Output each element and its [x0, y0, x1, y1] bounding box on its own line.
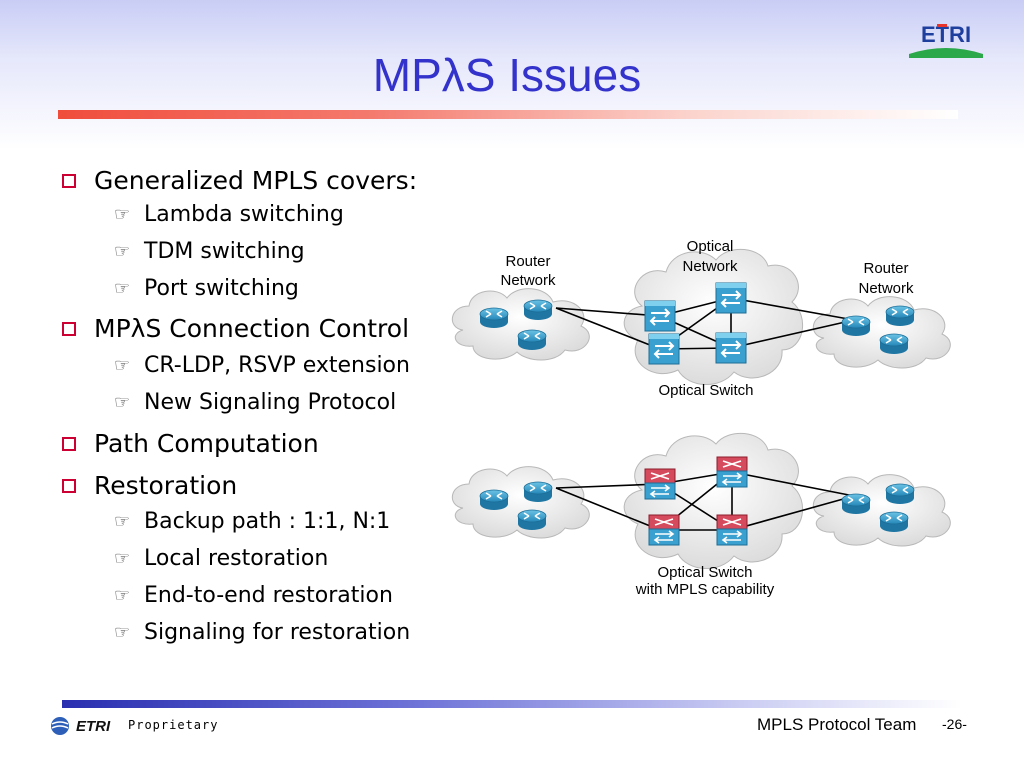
sub-bullet-item: ☞Signaling for restoration [114, 620, 411, 645]
sub-bullet-item: ☞New Signaling Protocol [114, 390, 397, 415]
square-bullet-icon [62, 173, 76, 188]
pointing-hand-icon: ☞ [114, 355, 131, 376]
router-icon [841, 315, 871, 337]
right-network-label-line1: Router [863, 260, 908, 277]
sub-bullet-item: ☞TDM switching [114, 239, 305, 264]
mpls-optical-switch-icon [716, 514, 748, 546]
sub-bullet-item: ☞CR-LDP, RSVP extension [114, 353, 410, 378]
footer-proprietary: Proprietary [128, 718, 219, 732]
mpls-optical-switch-icon [648, 514, 680, 546]
optical-network-label-line2: Network [682, 258, 738, 275]
optical-network-label-line1: Optical [687, 238, 734, 255]
router-icon [517, 509, 547, 531]
pointing-hand-icon: ☞ [114, 241, 131, 262]
router-icon [885, 483, 915, 505]
optical-switch-icon [715, 332, 747, 364]
footer-team: MPLS Protocol Team [757, 715, 917, 734]
right-router-cloud [812, 474, 951, 547]
page-number: -26- [942, 716, 967, 732]
router-icon [523, 481, 553, 503]
router-icon [879, 333, 909, 355]
pointing-hand-icon: ☞ [114, 278, 131, 299]
footer-etri-logo: ETRI [51, 717, 111, 735]
bullet-item: Path Computation [62, 429, 319, 458]
router-icon [879, 511, 909, 533]
bullet-item: Restoration [62, 471, 237, 500]
square-bullet-icon [62, 478, 76, 493]
optical-switch-icon [648, 333, 680, 365]
pointing-hand-icon: ☞ [114, 511, 131, 532]
left-network-label-line2: Network [500, 272, 556, 289]
bullet-item: MPλS Connection Control [62, 314, 409, 343]
router-icon [841, 493, 871, 515]
left-network-label-line1: Router [505, 253, 550, 270]
pointing-hand-icon: ☞ [114, 392, 131, 413]
sub-bullet-item: ☞Backup path : 1:1, N:1 [114, 509, 391, 534]
mpls-optical-switch-icon [644, 468, 676, 500]
sub-bullet-item: ☞Local restoration [114, 546, 329, 571]
sub-bullet-item: ☞End-to-end restoration [114, 583, 393, 608]
network-diagram: Router Network Optical Network Router Ne… [451, 238, 951, 598]
router-icon [523, 299, 553, 321]
footer-bar [62, 700, 962, 708]
left-router-cloud [451, 288, 590, 361]
sub-bullet-item: ☞Lambda switching [114, 202, 344, 227]
etri-logo: ETRI [909, 22, 983, 58]
optical-switch-icon [715, 282, 747, 314]
right-router-cloud [812, 296, 951, 369]
mpls-optical-switch-icon [716, 456, 748, 488]
router-icon [479, 489, 509, 511]
pointing-hand-icon: ☞ [114, 548, 131, 569]
router-icon [479, 307, 509, 329]
pointing-hand-icon: ☞ [114, 622, 131, 643]
bottom-diagram: Optical Switch with MPLS capability [451, 432, 951, 598]
pointing-hand-icon: ☞ [114, 204, 131, 225]
mpls-switch-caption-line1: Optical Switch [657, 564, 752, 581]
mpls-switch-caption-line2: with MPLS capability [635, 581, 775, 598]
router-icon [517, 329, 547, 351]
optical-switch-icon [644, 300, 676, 332]
bullet-item: Generalized MPLS covers: [62, 166, 417, 195]
optical-switch-caption: Optical Switch [658, 382, 753, 399]
right-network-label-line2: Network [858, 280, 914, 297]
title-underline [58, 110, 958, 119]
slide-title: MPλS Issues [372, 49, 642, 101]
sub-bullet-item: ☞Port switching [114, 276, 299, 301]
router-icon [885, 305, 915, 327]
footer-logo-text: ETRI [76, 718, 111, 735]
top-diagram: Router Network Optical Network Router Ne… [451, 238, 951, 399]
optical-network-cloud [623, 432, 804, 570]
square-bullet-icon [62, 436, 76, 451]
pointing-hand-icon: ☞ [114, 585, 131, 606]
square-bullet-icon [62, 321, 76, 336]
